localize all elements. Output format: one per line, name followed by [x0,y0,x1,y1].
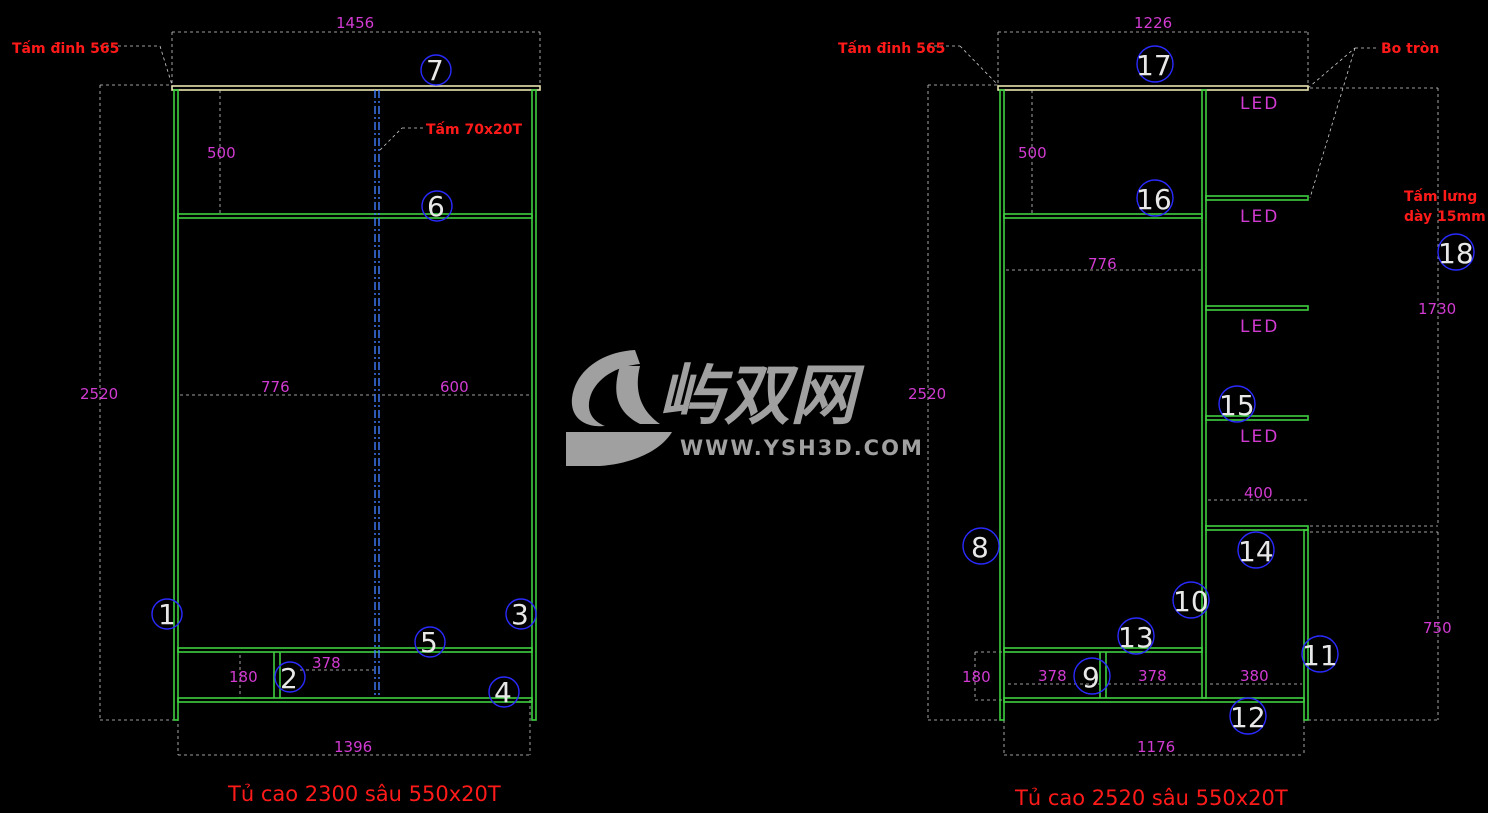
right-note-round: Bo tròn [1381,41,1439,57]
left-dimension-lines [99,31,541,756]
right-led-4: LED [1240,427,1279,447]
right-narrow-shelf [1205,525,1309,531]
right-title: Tủ cao 2520 sâu 550x20T [1014,786,1288,810]
right-part-16: 16 [1136,183,1172,216]
left-dim-height: 2520 [80,385,118,403]
right-part-11: 11 [1302,639,1338,672]
right-led-shelf-3 [1205,415,1309,421]
right-part-12: 12 [1230,701,1266,734]
left-title: Tủ cao 2300 sâu 550x20T [227,782,501,806]
left-dim-left-bay: 776 [261,378,290,396]
left-part-4: 4 [494,676,512,709]
right-dim-drawer-h: 180 [962,668,991,686]
right-part-balloons [962,45,1475,735]
right-shelf [1003,213,1203,219]
left-dim-drawer-h: 180 [229,668,258,686]
right-dim-bay: 776 [1088,255,1117,273]
left-note-divider: Tấm 70x20T [426,121,522,138]
left-side-panel-left [173,89,179,721]
left-dim-drawer-w: 378 [312,654,341,672]
left-part-2: 2 [280,662,298,695]
right-note-back-2: dày 15mm [1404,209,1486,225]
left-top-panel [171,85,541,91]
right-dim-drawer-b: 378 [1138,667,1167,685]
right-dim-top: 1226 [1134,14,1172,32]
left-part-7: 7 [426,54,444,87]
right-note-top-panel: Tấm đinh 565 [838,40,945,57]
right-part-9: 9 [1082,661,1100,694]
right-side-panel-left [999,89,1005,721]
left-dim-top: 1456 [336,14,374,32]
watermark-url: WWW.YSH3D.COM [680,436,924,460]
left-divider [374,90,380,698]
right-led-3: LED [1240,317,1279,337]
left-part-5: 5 [420,626,438,659]
right-note-back-1: Tấm lưng [1404,188,1477,205]
right-part-14: 14 [1238,535,1274,568]
right-part-18: 18 [1438,237,1474,270]
right-bottom-panel [1003,697,1305,703]
right-top-panel [997,85,1309,91]
right-dim-drawer-a: 378 [1038,667,1067,685]
right-dim-bottom: 1176 [1137,738,1175,756]
right-panels [997,85,1309,721]
right-part-8: 8 [971,531,989,564]
left-part-6: 6 [427,190,445,223]
right-part-15: 15 [1219,389,1255,422]
right-dim-low-h: 750 [1423,619,1452,637]
right-part-17: 17 [1136,49,1172,82]
left-side-panel-right [531,89,537,721]
watermark-logo-icon [566,350,672,466]
right-led-1: LED [1240,94,1279,114]
left-panels [171,85,541,721]
watermark: 屿双网 WWW.YSH3D.COM [566,350,924,466]
right-lower-side [1303,529,1309,721]
left-dim-right-bay: 600 [440,378,469,396]
left-shelf [177,213,533,219]
right-dim-drawer-c: 380 [1240,667,1269,685]
right-led-shelf-1 [1205,195,1309,201]
right-led-2: LED [1240,207,1279,227]
left-dim-bottom: 1396 [334,738,372,756]
left-part-1: 1 [158,598,176,631]
watermark-brand: 屿双网 [658,357,865,434]
left-note-top-panel: Tấm đinh 565 [12,40,119,57]
left-bottom-panel [177,697,533,703]
right-cabinet: LED LED LED LED 1226 2520 500 776 1730 4… [838,14,1486,810]
left-dim-shelf: 500 [207,144,236,162]
right-part-13: 13 [1118,621,1154,654]
left-part-balloons [151,54,537,708]
left-part-3: 3 [511,598,529,631]
right-dim-height: 2520 [908,385,946,403]
right-dimension-lines [927,31,1439,756]
left-drawer-top [177,647,533,653]
right-dim-shelf: 500 [1018,144,1047,162]
right-drawer-top [1003,647,1203,653]
right-dim-side-h: 1730 [1418,300,1456,318]
right-led-shelf-2 [1205,305,1309,311]
right-dim-narrow: 400 [1244,484,1273,502]
right-part-10: 10 [1173,585,1209,618]
left-cabinet: 1456 2520 500 776 600 180 378 1396 Tấm đ… [12,14,541,806]
